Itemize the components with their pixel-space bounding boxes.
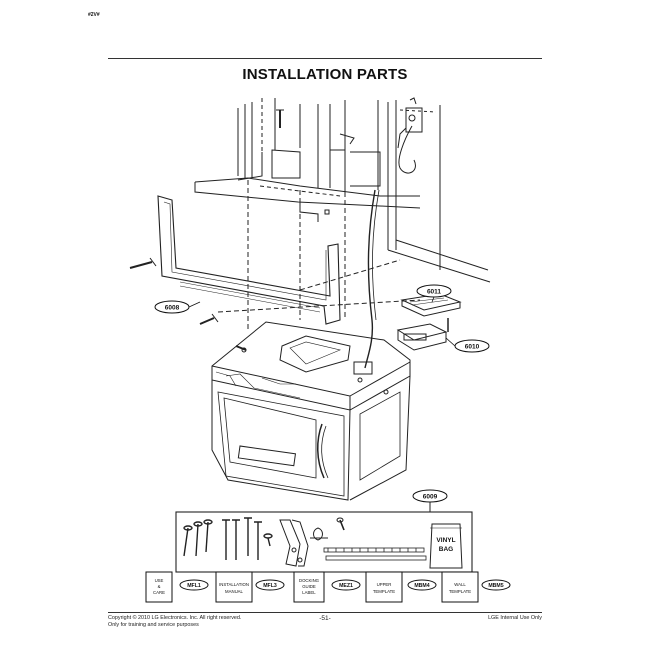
callout-mbm4: [407, 579, 437, 591]
callout-6009: [412, 489, 448, 503]
accessory-bolts: [183, 517, 273, 560]
code-mbm4: MBM4: [414, 583, 429, 589]
vinyl-bag-line-1: VINYL: [436, 537, 455, 544]
use-care-line-1: USE: [155, 578, 164, 583]
callout-6009-text: 6009: [423, 494, 438, 501]
copyright: Copyright © 2010 LG Electronics. Inc. Al…: [108, 615, 241, 629]
callout-6011-text: 6011: [427, 289, 441, 296]
internal-use-notice: LGE Internal Use Only: [488, 615, 542, 621]
callout-mfl3: [255, 579, 285, 591]
plate-screws: [129, 109, 355, 351]
callout-mez1: [331, 579, 361, 591]
power-cord: [364, 189, 376, 369]
code-mbm5: MBM5: [488, 583, 503, 589]
mounting-plate: [157, 195, 341, 325]
install-manual-line-1: INSTALLATION: [219, 582, 249, 587]
outlet: [397, 97, 423, 174]
callout-6008-text: 6008: [165, 305, 180, 312]
upper-template-line-2: TEMPLATE: [373, 589, 395, 594]
wall-template-line-2: TEMPLATE: [449, 589, 471, 594]
use-care-line-2: &: [158, 584, 161, 589]
wall-template-line-1: WALL: [454, 582, 466, 587]
accessory-brackets: [279, 517, 345, 567]
bottom-rule: [108, 612, 542, 613]
installation-manual-doc: [215, 571, 253, 603]
upper-template-doc: [365, 571, 403, 603]
accessory-box: [175, 511, 473, 573]
use-care-doc: [145, 571, 173, 603]
callout-mbm5: [481, 579, 511, 591]
exhaust-damper: [396, 318, 449, 351]
page-number: -51-: [319, 615, 331, 622]
wall-template-doc: [441, 571, 479, 603]
docking-label-doc: [293, 571, 325, 603]
callouts: [154, 284, 511, 591]
docking-label-line-1: DOCKING: [299, 578, 320, 583]
accessory-strips: [323, 547, 427, 561]
vinyl-bag-line-2: BAG: [439, 546, 453, 553]
wall-cabinet: [194, 98, 491, 283]
code-mfl3: MFL3: [263, 583, 277, 589]
copyright-line-2: Only for training and service purposes: [108, 622, 199, 628]
callout-6010-text: 6010: [465, 344, 480, 351]
code-mfl1: MFL1: [187, 583, 201, 589]
install-manual-line-2: MANUAL: [225, 589, 244, 594]
corner-code: #2V#: [88, 12, 100, 18]
use-care-line-3: CARE: [153, 590, 165, 595]
code-mez1: MEZ1: [339, 583, 353, 589]
microwave: [211, 321, 411, 501]
vinyl-bag: [429, 523, 463, 569]
copyright-line-1: Copyright © 2010 LG Electronics. Inc. Al…: [108, 615, 242, 621]
docking-label-line-2: GUIDE: [302, 584, 316, 589]
page-title: INSTALLATION PARTS: [242, 66, 408, 83]
top-rule: [108, 58, 542, 59]
upper-template-line-1: UPPER: [377, 582, 392, 587]
docking-label-line-3: LABEL: [302, 590, 316, 595]
callout-mfl1: [179, 579, 209, 591]
